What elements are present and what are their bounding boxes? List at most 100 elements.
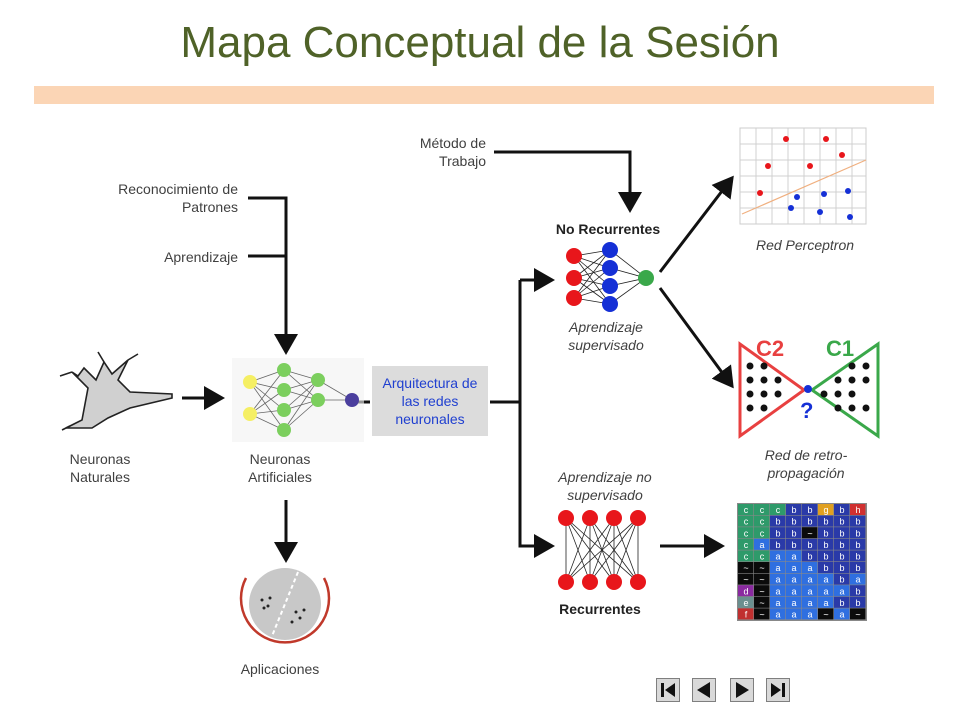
- grid-cell-letter: a: [855, 575, 860, 585]
- previous-slide-button[interactable]: [692, 678, 716, 702]
- grid-cell-letter: b: [791, 528, 796, 538]
- prev-icon: [697, 682, 710, 698]
- grid-cell: [818, 596, 834, 608]
- label-aprendizaje-supervisado: Aprendizaje supervisado: [568, 319, 644, 353]
- first-slide-button[interactable]: [656, 678, 680, 702]
- grid-cell-letter: a: [759, 540, 764, 550]
- grid-cell: [770, 504, 786, 515]
- grid-cell-letter: b: [839, 517, 844, 527]
- grid-cell: [802, 515, 818, 527]
- grid-cell: [818, 608, 834, 620]
- grid-cell: [834, 562, 850, 573]
- grid-cell: [834, 515, 850, 527]
- backpropagation-icon: C2 C1 ?: [738, 336, 880, 439]
- grid-cell: [802, 550, 818, 562]
- grid-cell-letter: ~: [759, 563, 764, 573]
- grid-cell-letter: a: [807, 586, 812, 596]
- grid-cell: [802, 573, 818, 585]
- artificial-network-icon: [232, 358, 364, 442]
- last-slide-button[interactable]: [766, 678, 790, 702]
- grid-cell-letter: c: [760, 505, 765, 515]
- grid-cell: [738, 596, 754, 608]
- grid-cell-letter: ~: [743, 563, 748, 573]
- grid-cell: [738, 608, 754, 620]
- grid-cell-letter: b: [791, 505, 796, 515]
- grid-cell-letter: b: [839, 575, 844, 585]
- grid-cell-letter: b: [839, 552, 844, 562]
- grid-cell: [834, 573, 850, 585]
- grid-cell-letter: ~: [759, 586, 764, 596]
- grid-cell: [818, 573, 834, 585]
- grid-cell: [786, 573, 802, 585]
- grid-cell: [818, 562, 834, 573]
- grid-cell: [786, 562, 802, 573]
- grid-cell: [754, 538, 770, 550]
- arrow-to-perceptron: [658, 175, 734, 273]
- grid-cell-letter: a: [775, 586, 780, 596]
- grid-cell: [770, 573, 786, 585]
- grid-cell-letter: ~: [807, 528, 812, 538]
- grid-cell-letter: ~: [743, 575, 748, 585]
- grid-cell: [834, 538, 850, 550]
- grid-cell: [834, 527, 850, 539]
- label-recurrentes: Recurrentes: [559, 601, 641, 617]
- grid-cell-letter: b: [823, 528, 828, 538]
- grid-cell: [754, 608, 770, 620]
- grid-cell: [770, 562, 786, 573]
- grid-cell-letter: a: [791, 586, 796, 596]
- grid-cell-letter: a: [775, 575, 780, 585]
- grid-cell-letter: b: [807, 540, 812, 550]
- grid-cell: [786, 504, 802, 515]
- next-slide-button[interactable]: [730, 678, 754, 702]
- grid-cell-letter: b: [807, 552, 812, 562]
- grid-cell-letter: b: [839, 540, 844, 550]
- grid-cell: [738, 573, 754, 585]
- grid-cell-letter: b: [855, 552, 860, 562]
- grid-cell-letter: c: [744, 517, 749, 527]
- grid-cell-letter: c: [776, 505, 781, 515]
- grid-cell: [850, 504, 866, 515]
- page-title: Mapa Conceptual de la Sesión: [180, 18, 780, 67]
- grid-cell: [770, 527, 786, 539]
- grid-cell: [786, 596, 802, 608]
- label-aprendizaje-no-supervisado: Aprendizaje no supervisado: [558, 469, 652, 503]
- grid-cell-letter: b: [855, 540, 860, 550]
- grid-cell-letter: b: [823, 552, 828, 562]
- grid-cell-letter: c: [744, 505, 749, 515]
- grid-cell-letter: ~: [759, 575, 764, 585]
- label-arquitectura: Arquitectura de las redes neuronales: [382, 375, 478, 427]
- grid-cell-letter: d: [743, 586, 748, 596]
- grid-cell-letter: b: [823, 563, 828, 573]
- grid-cell: [802, 585, 818, 597]
- grid-cell: [754, 515, 770, 527]
- grid-cell-letter: a: [775, 598, 780, 608]
- label-neuronas-artificiales: Neuronas Artificiales: [248, 451, 312, 485]
- grid-cell: [738, 527, 754, 539]
- recurrent-network-icon: [558, 510, 646, 590]
- grid-cell-letter: ~: [759, 610, 764, 620]
- grid-cell-letter: b: [791, 540, 796, 550]
- grid-cell-letter: c: [744, 528, 749, 538]
- grid-cell: [754, 562, 770, 573]
- grid-cell: [754, 527, 770, 539]
- label-neuronas-naturales: Neuronas Naturales: [69, 451, 131, 485]
- grid-cell: [738, 504, 754, 515]
- grid-cell-letter: ~: [855, 610, 860, 620]
- label-red-retro: Red de retro-propagación: [764, 447, 848, 481]
- c2-label: C2: [756, 336, 784, 361]
- grid-cell-letter: a: [791, 563, 796, 573]
- arquitectura-box: Arquitectura de las redes neuronales: [372, 366, 488, 436]
- grid-cell: [850, 527, 866, 539]
- next-icon: [736, 682, 749, 698]
- grid-cell: [818, 504, 834, 515]
- grid-cell: [850, 562, 866, 573]
- grid-cell-letter: b: [839, 563, 844, 573]
- label-aplicaciones: Aplicaciones: [240, 661, 320, 677]
- grid-cell-letter: a: [839, 586, 844, 596]
- question-mark: ?: [800, 398, 813, 423]
- grid-cell: [770, 550, 786, 562]
- grid-cell-letter: a: [807, 575, 812, 585]
- grid-cell: [818, 515, 834, 527]
- grid-cell-letter: a: [807, 563, 812, 573]
